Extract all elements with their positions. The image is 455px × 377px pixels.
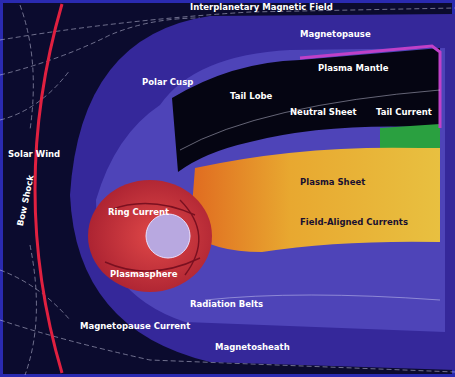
inner-region — [88, 180, 212, 292]
tail-field-lines — [180, 90, 440, 300]
region-label: Plasma Mantle — [318, 64, 388, 73]
current-swirls — [105, 200, 200, 275]
boundary-layer-strip — [380, 124, 440, 150]
region-label: Tail Current — [376, 108, 432, 117]
region-label: Polar Cusp — [142, 78, 193, 87]
earth — [146, 214, 190, 258]
region-label: Plasma Sheet — [300, 178, 365, 187]
plasma-sheet-region — [190, 148, 440, 252]
region-label: Neutral Sheet — [290, 108, 357, 117]
region-label: Tail Lobe — [230, 92, 272, 101]
region-label: Interplanetary Magnetic Field — [190, 3, 333, 12]
bow-shock-line — [35, 4, 62, 373]
region-label: Solar Wind — [8, 150, 60, 159]
region-label: Magnetopause Current — [80, 322, 190, 331]
region-label: Magnetosheath — [215, 343, 290, 352]
region-label: Plasmasphere — [110, 270, 177, 279]
region-label: Bow Shock — [16, 174, 36, 227]
region-label: Radiation Belts — [190, 300, 263, 309]
magnetosheath-region — [70, 14, 455, 370]
region-label: Ring Current — [108, 208, 169, 217]
field-lines — [0, 5, 455, 375]
region-label: Magnetopause — [300, 30, 371, 39]
region-label: Field-Aligned Currents — [300, 218, 408, 227]
